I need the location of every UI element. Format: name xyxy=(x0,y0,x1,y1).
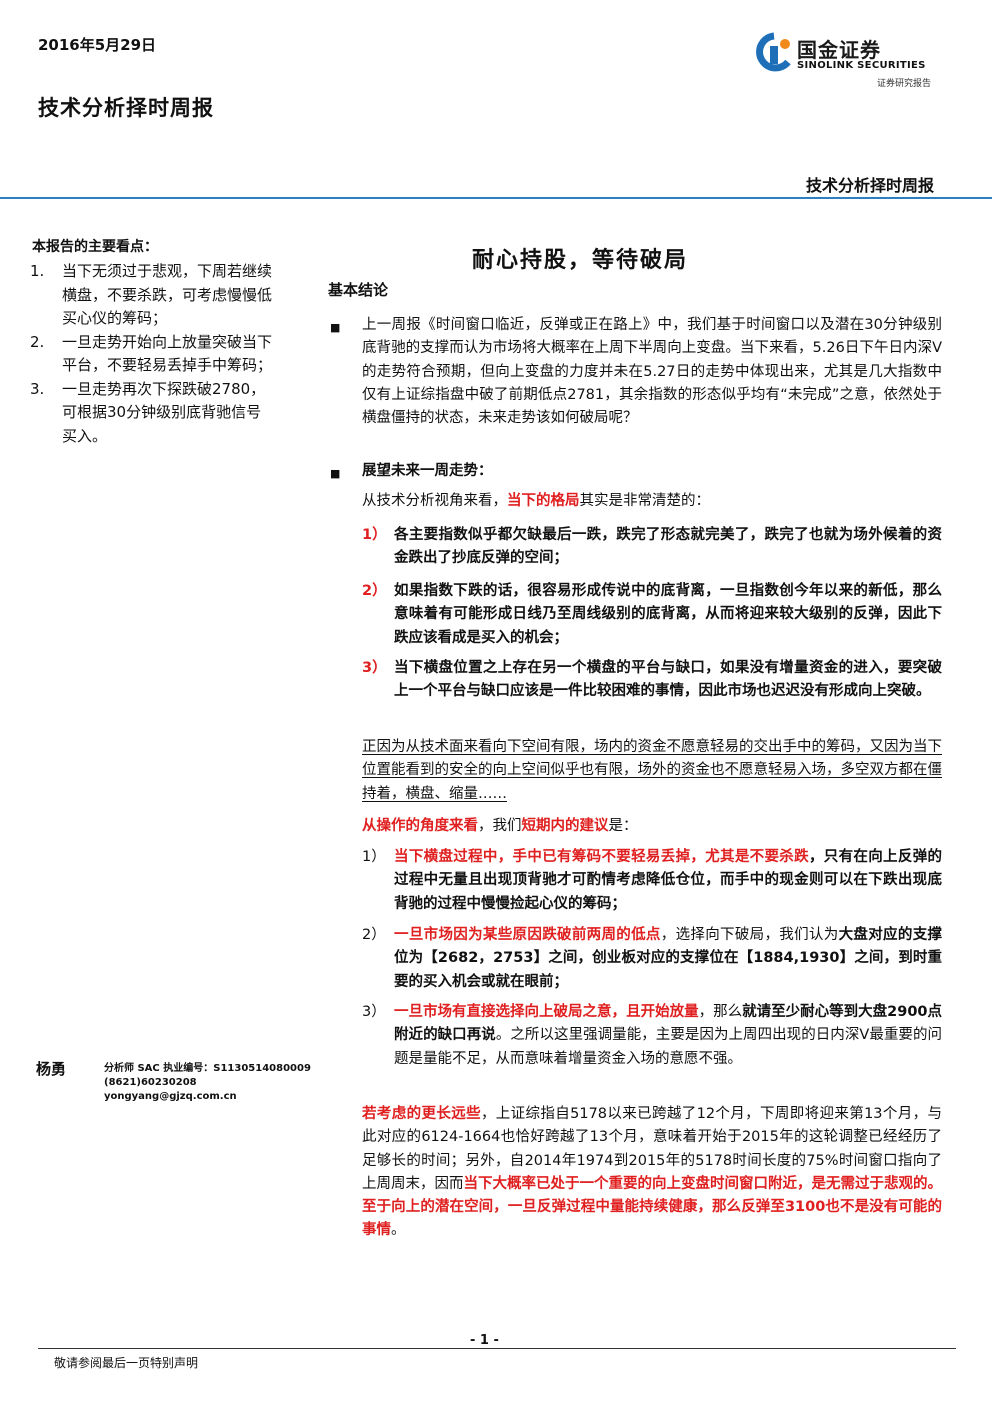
intro-text: 从技术分析视角来看， xyxy=(362,493,507,509)
section-heading: 基本结论 xyxy=(328,281,389,299)
list-number: 1） xyxy=(362,527,387,543)
list-text: 当下横盘位置之上存在另一个横盘的平台与缺口，如果没有增量资金的进入，要突破上一个… xyxy=(394,660,942,700)
list-number: 1） xyxy=(362,849,386,865)
advice-text: ，只有在向上反弹的过程中无量且出现顶背驰才可酌情考虑降低仓位，而手中的现金则可以… xyxy=(394,849,943,912)
logo-text-en: SINOLINK SECURITIES xyxy=(797,60,926,71)
logo-mark-icon xyxy=(756,32,791,72)
author-email[interactable]: yongyang@gjzq.com.cn xyxy=(104,1091,237,1102)
list-text: 一旦走势开始向上放量突破当下平台，不要轻易丢掉手中筹码； xyxy=(62,332,273,375)
outlook-intro: 从技术分析视角来看，当下的格局其实是非常清楚的： xyxy=(362,490,942,513)
page-title: 耐心持股，等待破局 xyxy=(471,248,688,273)
long-term-text: ，上证综指自5178以来已跨越了12个月，下周即将迎来第13个月，与此对应的61… xyxy=(362,1106,942,1192)
logo-text-cn: 国金证券 xyxy=(797,38,881,62)
report-date: 2016年5月29日 xyxy=(38,36,157,54)
long-term-highlight: 若考虑的更长远些 xyxy=(362,1106,481,1122)
list-item: 2） 一旦市场因为某些原因跌破前两周的低点，选择向下破局，我们认为大盘对应的支撑位… xyxy=(362,924,943,994)
author-license: 分析师 SAC 执业编号：S1130514080009 xyxy=(104,1063,311,1074)
list-number: 3） xyxy=(362,1004,386,1020)
advice-text: 就请至少耐心等到大盘2900点附近的缺口再说 xyxy=(394,1004,943,1044)
sidebar-heading: 本报告的主要看点： xyxy=(32,239,158,255)
long-term-text: 。 xyxy=(391,1222,406,1239)
bullet-square-icon: ■ xyxy=(330,321,341,334)
footer-disclaimer: 敬请参阅最后一页特别声明 xyxy=(54,1356,199,1370)
report-type-title: 技术分析择时周报 xyxy=(38,96,214,120)
author-name: 杨勇 xyxy=(36,1060,67,1078)
advice-highlight: 一旦市场有直接选择向上破局之意，且开始放量 xyxy=(394,1004,699,1020)
footer-divider xyxy=(38,1348,956,1349)
list-number: 1. xyxy=(30,262,45,280)
list-text: 一旦走势再次下探跌破2780，可根据30分钟级别底背驰信号买入。 xyxy=(62,379,266,445)
list-number: 3） xyxy=(362,660,387,676)
page-number: - 1 - xyxy=(470,1333,499,1348)
advice-text: 。之所以这里强调量能，主要是因为上周四出现的日内深V最重要的问题是量能不足，从而… xyxy=(394,1027,943,1067)
author-phone: (8621)60230208 xyxy=(104,1077,197,1088)
list-item: 3） 当下横盘位置之上存在另一个横盘的平台与缺口，如果没有增量资金的进入，要突破上… xyxy=(362,657,942,704)
list-item: 1） 各主要指数似乎都欠缺最后一跌，跌完了形态就完美了，跌完了也就为场外候着的资金… xyxy=(362,524,942,571)
list-text: 各主要指数似乎都欠缺最后一跌，跌完了形态就完美了，跌完了也就为场外候着的资金跌出… xyxy=(394,527,942,567)
advice-text: 大盘对应的支撑位为【2682，2753】之间，创业板对应的支撑位在【1884,1… xyxy=(394,927,943,990)
summary-paragraph: 上一周报《时间窗口临近，反弹或正在路上》中，我们基于时间窗口以及潜在30分钟级别… xyxy=(362,317,942,427)
list-number: 2. xyxy=(30,332,45,351)
list-number: 2） xyxy=(362,583,387,599)
operation-highlight: 短期内的建议 xyxy=(521,818,609,834)
header-divider xyxy=(0,197,992,199)
list-number: 2） xyxy=(362,927,386,943)
intro-text: 其实是非常清楚的： xyxy=(579,493,711,509)
analysis-paragraph: 正因为从技术面来看向下空间有限，场内的资金不愿意轻易的交出手中的筹码，又因为当下… xyxy=(362,739,942,802)
list-item: 1） 当下横盘过程中，手中已有筹码不要轻易丢掉，尤其是不要杀跌，只有在向上反弹的过… xyxy=(362,846,943,916)
company-logo: 国金证券 SINOLINK SECURITIES 证券研究报告 xyxy=(755,32,955,92)
bullet-square-icon: ■ xyxy=(330,467,341,480)
logo-subtitle: 证券研究报告 xyxy=(877,79,932,89)
operation-text: 是： xyxy=(608,818,638,834)
list-text: 当下无须过于悲观，下周若继续横盘，不要杀跌，可考虑慢慢低买心仪的筹码； xyxy=(62,262,273,327)
long-term-paragraph: 若考虑的更长远些，上证综指自5178以来已跨越了12个月，下周即将迎来第13个月… xyxy=(362,1103,942,1243)
list-item: 3） 一旦市场有直接选择向上破局之意，且开始放量，那么就请至少耐心等到大盘2900… xyxy=(362,1001,943,1071)
advice-highlight: 一旦市场因为某些原因跌破前两周的低点 xyxy=(394,927,661,943)
list-text: 如果指数下跌的话，很容易形成传说中的底背离，一旦指数创今年以来的新低，那么意味着… xyxy=(394,583,942,646)
header-right-title: 技术分析择时周报 xyxy=(805,176,934,195)
list-item: 2） 如果指数下跌的话，很容易形成传说中的底背离，一旦指数创今年以来的新低，那么意… xyxy=(362,580,942,650)
outlook-heading: 展望未来一周走势： xyxy=(362,463,493,479)
operation-intro: 从操作的角度来看，我们短期内的建议是： xyxy=(362,815,942,838)
intro-highlight: 当下的格局 xyxy=(507,493,580,509)
list-item: 1. 当下无须过于悲观，下周若继续横盘，不要杀跌，可考虑慢慢低买心仪的筹码； xyxy=(30,260,275,331)
list-item: 2. 一旦走势开始向上放量突破当下平台，不要轻易丢掉手中筹码； xyxy=(30,331,275,378)
list-number: 3. xyxy=(30,379,45,398)
advice-text: ，那么 xyxy=(698,1004,743,1020)
author-info: 分析师 SAC 执业编号：S1130514080009 (8621)602302… xyxy=(104,1062,311,1104)
operation-text: ，我们 xyxy=(478,818,522,834)
operation-highlight: 从操作的角度来看 xyxy=(362,818,478,834)
list-item: 3. 一旦走势再次下探跌破2780，可根据30分钟级别底背驰信号买入。 xyxy=(30,378,275,449)
advice-highlight: 当下横盘过程中，手中已有筹码不要轻易丢掉，尤其是不要杀跌 xyxy=(394,849,809,865)
sidebar-list: 1. 当下无须过于悲观，下周若继续横盘，不要杀跌，可考虑慢慢低买心仪的筹码； 2.… xyxy=(30,260,275,448)
long-term-highlight: 当下大概率已处于一个重要的向上变盘时间窗口附近，是无需过于悲观的。至于向上的潜在… xyxy=(362,1175,942,1239)
advice-text: ，选择向下破局，我们认为 xyxy=(660,927,839,943)
